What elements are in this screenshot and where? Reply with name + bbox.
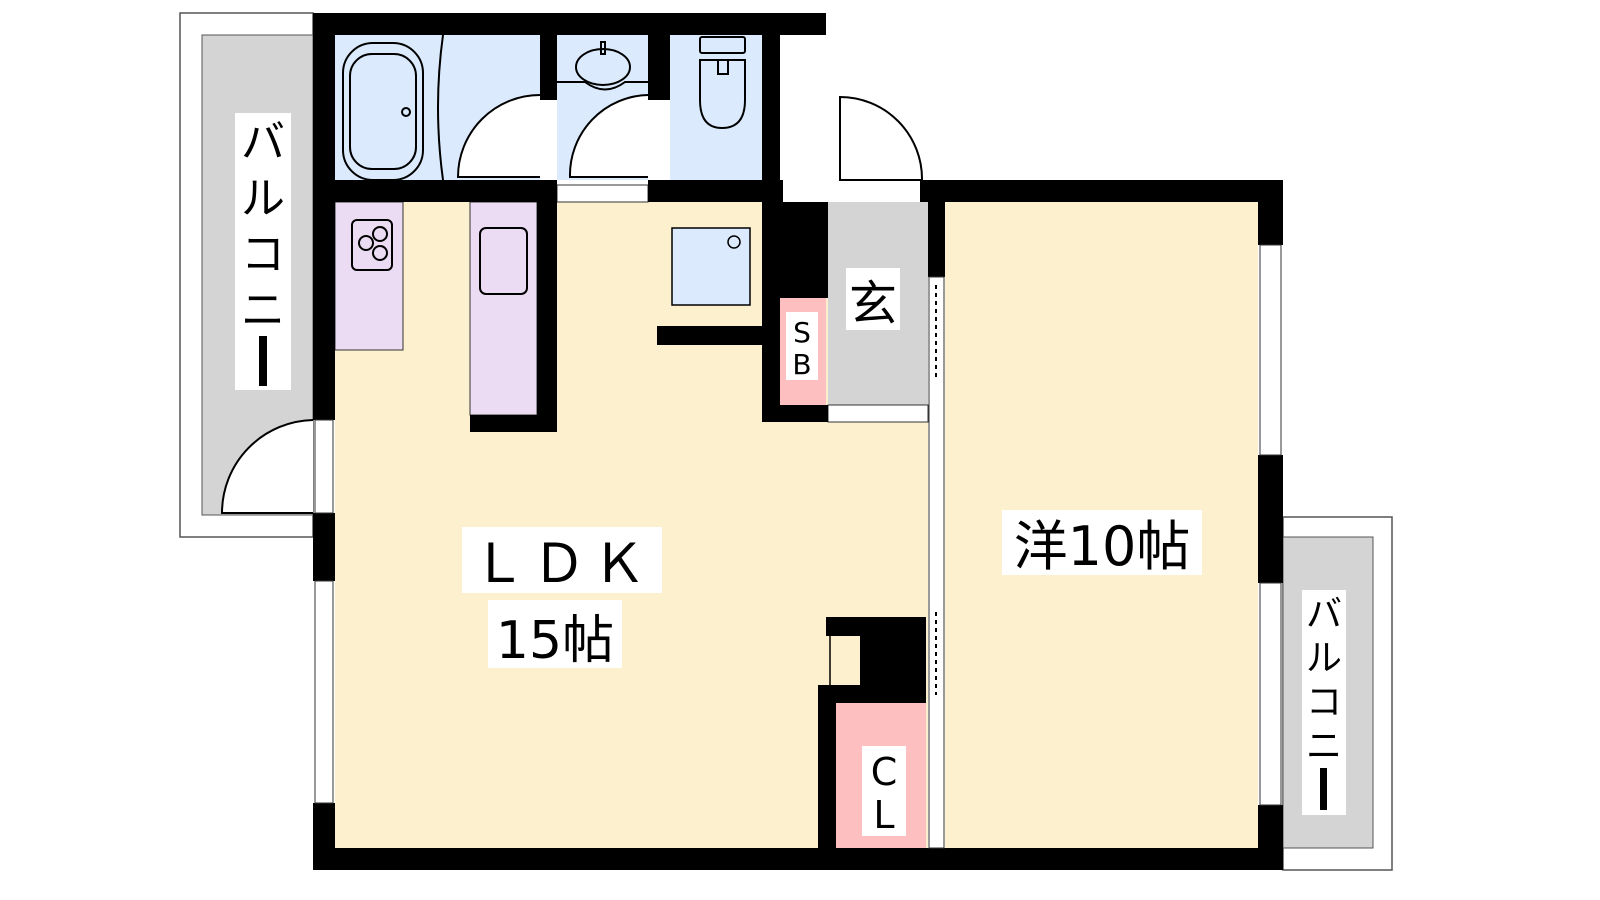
walls [313, 13, 1283, 870]
shoe-box-label-s: S [793, 316, 811, 349]
balcony-door-swing-icon [220, 419, 314, 514]
shoe-box-label-b: B [792, 348, 811, 381]
balcony-left-char: バ [241, 117, 285, 168]
closet-label-c: C [871, 750, 898, 794]
bath-door-swing-icon [456, 94, 541, 178]
entrance-door-swing-icon [839, 95, 924, 181]
kitchen-sink-counter [469, 201, 538, 416]
balcony-left-char: ル [241, 173, 285, 224]
balcony-right: バ ル コ ニ [1282, 516, 1393, 871]
balcony-right-char: ル [1306, 638, 1342, 679]
balcony-right-char: ニ [1306, 726, 1342, 767]
balcony-left-char: コ [241, 229, 285, 280]
balcony-left-char: ニ [241, 285, 285, 336]
balcony-right-char: コ [1306, 682, 1342, 723]
closet-label-l: L [873, 793, 894, 837]
balcony-left: バ ル コ ニ [179, 12, 314, 538]
sink-icon [557, 41, 648, 91]
washroom-door-swing-icon [568, 94, 649, 178]
western-room-label: 洋10帖 [1014, 515, 1191, 578]
stove-burner-icon [351, 219, 393, 271]
toilet-room [670, 35, 762, 180]
kitchen-sink-icon [479, 227, 528, 295]
washing-machine-icon [671, 227, 751, 306]
toilet-icon [699, 36, 746, 130]
windows [314, 244, 1282, 849]
balcony-right-char: バ [1306, 594, 1342, 635]
ldk-size-label: 15帖 [496, 611, 614, 671]
ldk-label: ＬＤＫ [472, 532, 652, 595]
entrance-label: 玄 [849, 276, 897, 332]
